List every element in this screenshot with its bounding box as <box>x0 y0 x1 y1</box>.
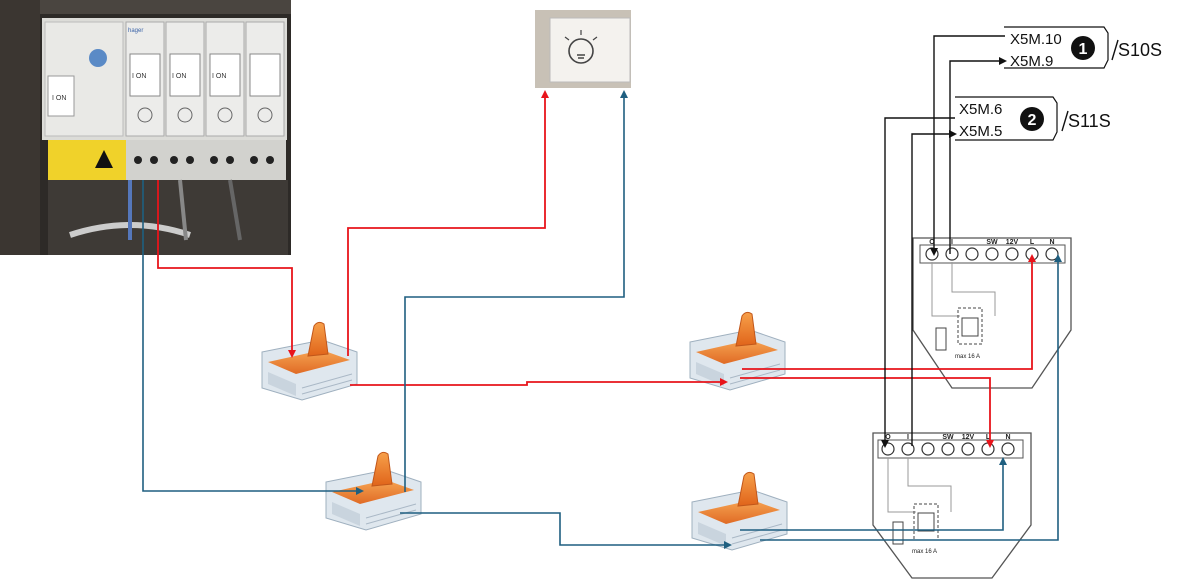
connector-s10s: X5M.10 X5M.9 1 S10S <box>1004 26 1162 70</box>
terminal-label: O <box>885 434 891 441</box>
terminal-label: SW <box>942 434 954 441</box>
terminal-screw <box>881 442 895 456</box>
breaker-modules: I ON I ON I ON hager <box>125 21 285 137</box>
terminal-label: SW <box>986 239 998 246</box>
connector-name: S10S <box>1118 40 1162 60</box>
terminal-screw <box>965 247 979 261</box>
terminal-screw <box>1001 442 1015 456</box>
electrical-panel-photo: I ON I ON I ON I ON hager <box>0 0 291 255</box>
wago-connector-4 <box>691 471 788 551</box>
badge-2-icon <box>1020 107 1044 131</box>
light-switch-photo <box>535 10 631 88</box>
signal-wires <box>881 35 1007 448</box>
module-rating: max 16 A <box>955 354 980 360</box>
badge-number: 1 <box>1079 41 1088 58</box>
terminal-label: N <box>1005 434 1010 441</box>
terminal-screw <box>925 247 939 261</box>
badge-number: 2 <box>1028 112 1037 129</box>
relay-module-top: O I SW 12V L N max 16 A <box>912 237 1072 389</box>
terminal-label: I <box>951 239 953 246</box>
badge-1-icon <box>1071 36 1095 60</box>
terminal-label: O <box>929 239 935 246</box>
panel-breaker-label: I ON <box>212 73 226 80</box>
connector-pin-label: X5M.6 <box>959 101 1002 118</box>
connector-s11s: X5M.6 X5M.5 2 S11S <box>955 96 1111 141</box>
terminal-screw <box>1005 247 1019 261</box>
terminal-label: N <box>1049 239 1054 246</box>
panel-breaker-label: I ON <box>52 95 66 102</box>
wago-connector-3 <box>325 451 422 531</box>
live-wires <box>157 90 1036 448</box>
terminal-screw <box>941 442 955 456</box>
terminal-label: L <box>986 434 991 441</box>
panel-breaker-label: I ON <box>172 73 186 80</box>
module-rating: max 16 A <box>912 549 937 555</box>
wago-connector-2 <box>689 311 786 391</box>
wago-connector-1 <box>261 321 358 401</box>
terminal-screw <box>985 247 999 261</box>
terminal-label: 12V <box>962 434 975 441</box>
terminal-label: L <box>1030 239 1035 246</box>
connector-name: S11S <box>1068 111 1111 131</box>
terminal-screw <box>945 247 959 261</box>
connector-pin-label: X5M.9 <box>1010 53 1053 70</box>
terminal-screw <box>901 442 915 456</box>
terminal-label: I <box>907 434 909 441</box>
panel-breaker-label: I ON <box>132 73 146 80</box>
terminal-label: 12V <box>1006 239 1019 246</box>
panel-brand: hager <box>128 28 143 34</box>
terminal-screw <box>1045 247 1059 261</box>
terminal-screw <box>961 442 975 456</box>
terminal-screw <box>921 442 935 456</box>
neutral-wires <box>142 90 1062 549</box>
terminal-screw <box>981 442 995 456</box>
lightbulb-icon <box>568 38 594 64</box>
connector-pin-label: X5M.10 <box>1010 31 1062 48</box>
relay-module-bottom: O I SW 12V L N max 16 A <box>872 432 1032 579</box>
connector-pin-label: X5M.5 <box>959 123 1002 140</box>
